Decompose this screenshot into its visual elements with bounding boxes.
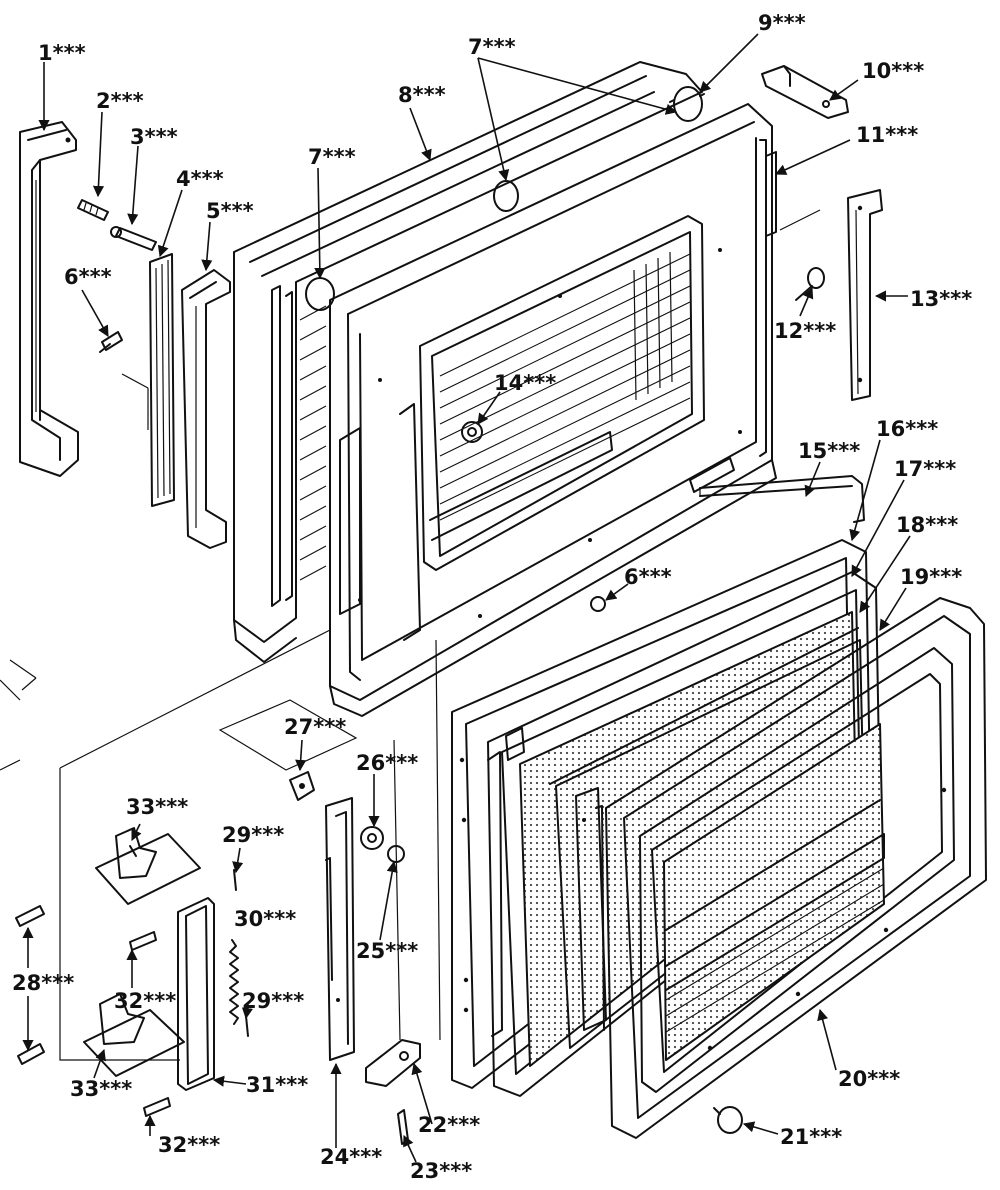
label-part-2: 2***: [96, 89, 144, 113]
label-part-31: 31***: [246, 1073, 308, 1097]
label-part-12: 12***: [774, 319, 836, 343]
label-part-17: 17***: [894, 457, 956, 481]
latch-33-upper: [95, 827, 201, 905]
screw-32-upper: [129, 931, 157, 951]
label-part-18: 18***: [896, 513, 958, 537]
leader-lines: [22, 33, 911, 1163]
label-part-13: 13***: [910, 287, 972, 311]
door-handle-outer: [19, 121, 79, 477]
hinge-arm-24: [325, 797, 355, 1061]
pin-29-bottom: [245, 1015, 249, 1037]
label-part-15: 15***: [798, 439, 860, 463]
roller-26: [360, 826, 384, 850]
label-part-32b: 32***: [158, 1133, 220, 1157]
clip-27: [289, 771, 315, 801]
handle-screw-2: [77, 199, 109, 221]
label-part-11: 11***: [856, 123, 918, 147]
label-part-20: 20***: [838, 1067, 900, 1091]
label-part-10: 10***: [862, 59, 924, 83]
label-part-30: 30***: [234, 907, 296, 931]
door-liner-frame: [329, 103, 777, 717]
label-part-33a: 33***: [126, 795, 188, 819]
hinge-bracket-10: [761, 65, 849, 119]
label-part-6b: 6***: [624, 565, 672, 589]
side-trim-13: [847, 189, 883, 401]
gasket-15: [699, 475, 865, 523]
label-part-5: 5***: [206, 199, 254, 223]
label-part-19: 19***: [900, 565, 962, 589]
handle-screw-3: [110, 226, 157, 251]
latch-33-lower: [83, 993, 185, 1077]
label-part-26: 26***: [356, 751, 418, 775]
label-part-25: 25***: [356, 939, 418, 963]
label-part-8: 8***: [398, 83, 446, 107]
label-part-22: 22***: [418, 1113, 480, 1137]
spring-30: [229, 939, 239, 1025]
spring-bracket-31: [177, 897, 215, 1091]
outer-glass-20: [639, 647, 955, 1093]
pin-29-top: [233, 869, 237, 891]
label-part-7a: 7***: [468, 35, 516, 59]
label-part-1: 1***: [38, 41, 86, 65]
hinge-plate-22: [365, 1039, 421, 1087]
bumper-7-center: [493, 180, 519, 212]
screw-12: [795, 267, 825, 301]
outer-door-panel: [233, 61, 703, 663]
assembly-guide-lines: [0, 209, 821, 1061]
label-part-23: 23***: [410, 1159, 472, 1183]
label-part-33b: 33***: [70, 1077, 132, 1101]
trim-strip: [149, 253, 175, 507]
label-part-4: 4***: [176, 167, 224, 191]
label-part-29a: 29***: [222, 823, 284, 847]
screw-23: [397, 1109, 409, 1145]
label-part-3: 3***: [130, 125, 178, 149]
label-part-6a: 6***: [64, 265, 112, 289]
label-part-21: 21***: [780, 1125, 842, 1149]
screw-32-lower: [143, 1097, 171, 1117]
label-part-24: 24***: [320, 1145, 382, 1169]
screw-6-frame: [590, 596, 606, 612]
callout-labels: 1*** 2*** 3*** 4*** 5*** 6*** 6*** 7*** …: [12, 11, 972, 1183]
label-part-14: 14***: [494, 371, 556, 395]
door-handle-inner: [181, 269, 231, 549]
label-part-16: 16***: [876, 417, 938, 441]
bumper-21: [713, 1106, 743, 1134]
label-part-9: 9***: [758, 11, 806, 35]
label-part-28: 28***: [12, 971, 74, 995]
label-part-27: 27***: [284, 715, 346, 739]
label-part-29b: 29***: [242, 989, 304, 1013]
label-part-7b: 7***: [308, 145, 356, 169]
screw-14: [461, 421, 483, 443]
mounting-screw-6: [99, 331, 123, 353]
door-frame-19: [605, 597, 987, 1139]
label-part-32a: 32***: [114, 989, 176, 1013]
